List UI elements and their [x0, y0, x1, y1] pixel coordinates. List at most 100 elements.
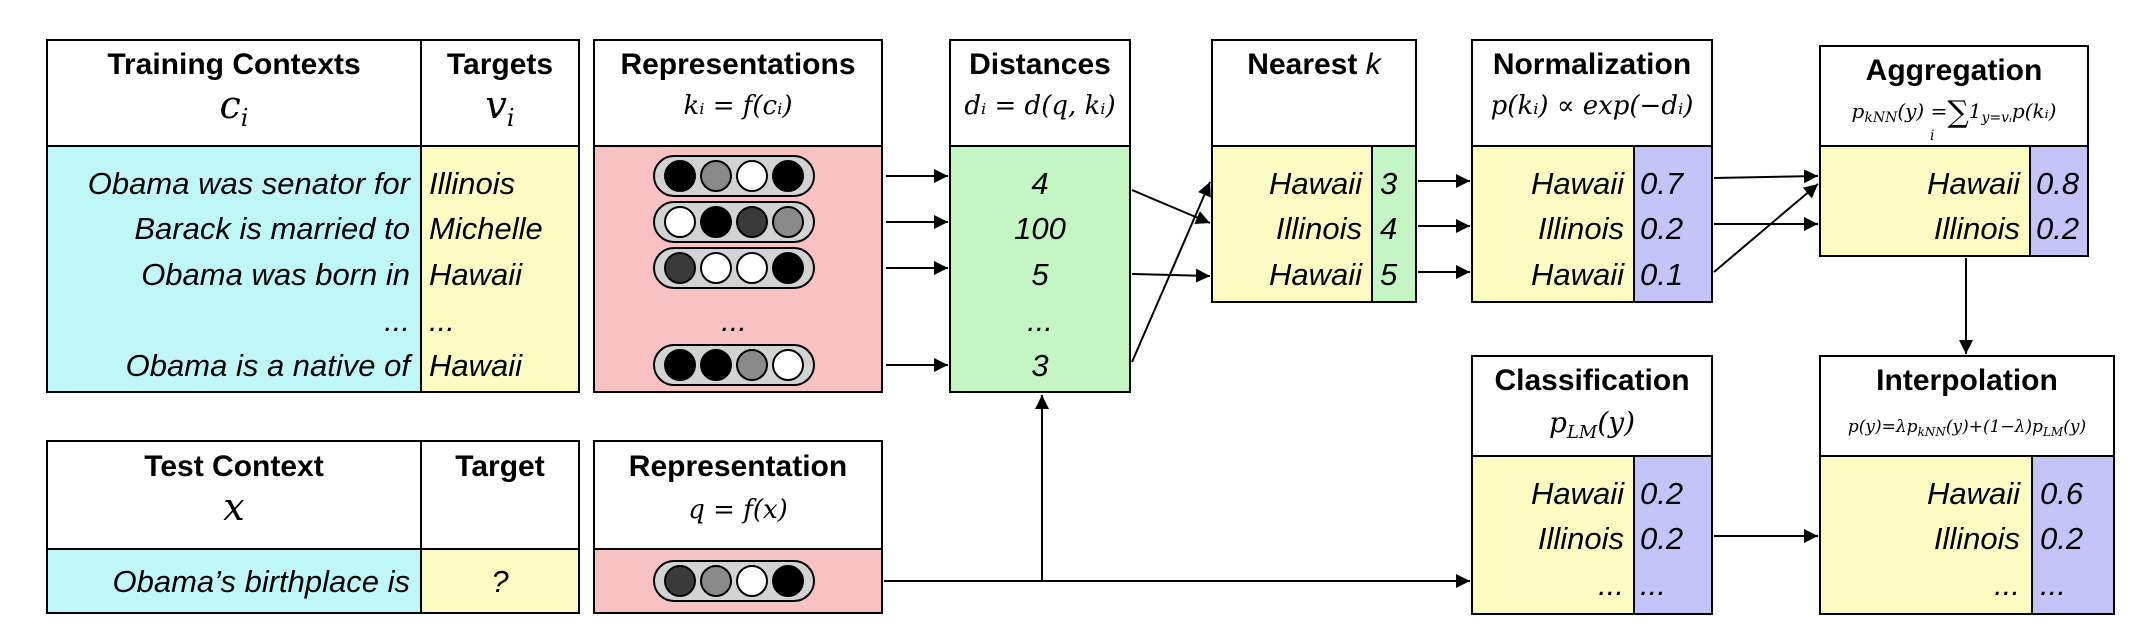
normalization-formula: p(kᵢ) ∝ exp(−dᵢ): [1491, 91, 1694, 121]
arrow-norm3-to-agg: [1713, 183, 1819, 273]
distance-value-4: ...: [1027, 303, 1053, 338]
interpolation-value-2: 0.2: [2040, 521, 2083, 556]
training-context-3: Obama was born in: [141, 257, 410, 292]
vector-capsule: [653, 560, 815, 602]
nearest-value-1: 3: [1380, 166, 1397, 201]
aggregation-table: Aggregation pkNN(y) =∑1y=vᵢp(kᵢ) i Hawai…: [1819, 45, 2089, 257]
arrow-dist3-to-nearest3: [1131, 268, 1211, 283]
test-representation-table: Representation q = f(x): [593, 440, 883, 614]
nearest-value-2: 4: [1380, 211, 1397, 246]
nearest-label-3: Hawaii: [1269, 257, 1363, 292]
classification-values-area: [1633, 455, 1713, 615]
aggregation-values-area: [2029, 145, 2089, 257]
distance-value-3: 5: [1031, 257, 1049, 292]
vector-dot: [664, 349, 696, 381]
classification-value-1: 0.2: [1640, 476, 1683, 511]
test-context-title: Test Context: [144, 450, 323, 483]
vector-dot: [736, 252, 768, 284]
vector-dot: [700, 349, 732, 381]
training-target-1: Illinois: [429, 166, 515, 201]
classification-label-3: ...: [1598, 567, 1624, 602]
interpolation-label-3: ...: [1994, 567, 2020, 602]
vector-dot: [736, 349, 768, 381]
vector-dot: [772, 349, 804, 381]
nearest-label-2: Illinois: [1276, 211, 1362, 246]
interpolation-value-3: ...: [2040, 567, 2066, 602]
distances-formula: dᵢ = d(q, kᵢ): [964, 91, 1115, 121]
nearest-title: Nearest k: [1247, 48, 1382, 81]
vector-dot: [664, 252, 696, 284]
interpolation-label-2: Illinois: [1934, 521, 2020, 556]
training-targets-area: [420, 145, 580, 393]
training-table: Training Contexts ci Targets vi Obama wa…: [46, 39, 580, 393]
vector-capsule: [653, 344, 815, 386]
test-context-symbol: x: [223, 485, 244, 529]
distance-value-2: 100: [1014, 211, 1066, 246]
vector-dot: [664, 565, 696, 597]
vector-dot: [664, 206, 696, 238]
vector-dot: [700, 206, 732, 238]
training-targets-title: Targets: [447, 48, 553, 81]
training-contexts-symbol: ci: [220, 83, 249, 132]
distances-table: Distances dᵢ = d(q, kᵢ) 4 100 5 ... 3: [949, 39, 1131, 393]
representations-title: Representations: [620, 48, 855, 81]
interpolation-table: Interpolation p(y)=λpkNN(y)+(1−λ)pLM(y) …: [1819, 355, 2115, 615]
distances-area: [949, 145, 1131, 393]
interpolation-title: Interpolation: [1876, 364, 2058, 397]
training-target-2: Michelle: [429, 211, 543, 246]
vector-dot: [736, 565, 768, 597]
normalization-labels-area: [1471, 145, 1635, 303]
nearest-values-area: [1371, 145, 1417, 303]
normalization-label-2: Illinois: [1538, 211, 1624, 246]
vector-dot: [736, 206, 768, 238]
test-table: Test Context x Target Obama’s birthplace…: [46, 440, 580, 614]
test-representation-vector: [653, 560, 815, 602]
normalization-label-1: Hawaii: [1531, 166, 1625, 201]
training-target-3: Hawaii: [429, 257, 523, 292]
training-contexts-area: [46, 145, 422, 393]
nearest-label-1: Hawaii: [1269, 166, 1363, 201]
classification-title: Classification: [1494, 364, 1689, 397]
classification-table: Classification pLM(y) Hawaii Illinois ..…: [1471, 355, 1713, 615]
training-context-5: Obama is a native of: [126, 348, 414, 383]
aggregation-label-1: Hawaii: [1927, 166, 2021, 201]
nearest-labels-area: [1211, 145, 1373, 303]
test-target-area: [420, 548, 580, 614]
aggregation-labels-area: [1819, 145, 2031, 257]
aggregation-formula-index: i: [1930, 128, 1934, 144]
interpolation-values-area: [2031, 455, 2115, 615]
test-context-area: [46, 548, 422, 614]
interpolation-formula: p(y)=λpkNN(y)+(1−λ)pLM(y): [1848, 417, 2086, 439]
vector-dot: [700, 565, 732, 597]
distances-title: Distances: [969, 48, 1111, 81]
nearest-table: Nearest k Hawaii Illinois Hawaii 3 4 5: [1211, 39, 1417, 303]
vector-capsule: [653, 201, 815, 243]
arrow-dist5-to-nearest1: [1131, 181, 1211, 363]
training-target-4: ...: [429, 303, 455, 338]
test-target-text: ?: [491, 564, 509, 599]
training-context-2: Barack is married to: [134, 211, 410, 246]
vector-dot: [772, 565, 804, 597]
training-context-1: Obama was senator for: [88, 166, 412, 201]
vector-capsule: [653, 155, 815, 197]
test-vector-capsule: [653, 560, 815, 602]
normalization-table: Normalization p(kᵢ) ∝ exp(−dᵢ) Hawaii Il…: [1471, 39, 1713, 303]
arrow-dist1-to-nearest2: [1131, 189, 1211, 224]
representations-formula: kᵢ = f(cᵢ): [683, 91, 792, 121]
vector-dot: [700, 160, 732, 192]
interpolation-labels-area: [1819, 455, 2033, 615]
aggregation-formula: pkNN(y) =∑1y=vᵢp(kᵢ): [1852, 95, 2057, 130]
test-context-text: Obama’s birthplace is: [112, 564, 410, 599]
training-context-4: ...: [384, 303, 410, 338]
vector-dot: [700, 252, 732, 284]
distance-value-5: 3: [1031, 348, 1048, 383]
vector-dot: [772, 160, 804, 192]
arrow-norm1-to-agg: [1713, 169, 1819, 184]
aggregation-value-2: 0.2: [2036, 211, 2079, 246]
classification-value-3: ...: [1640, 567, 1666, 602]
test-target-title: Target: [455, 450, 544, 483]
normalization-value-3: 0.1: [1640, 257, 1683, 292]
representation-vector-2: [653, 201, 815, 243]
flow-arrows: [884, 169, 1973, 588]
